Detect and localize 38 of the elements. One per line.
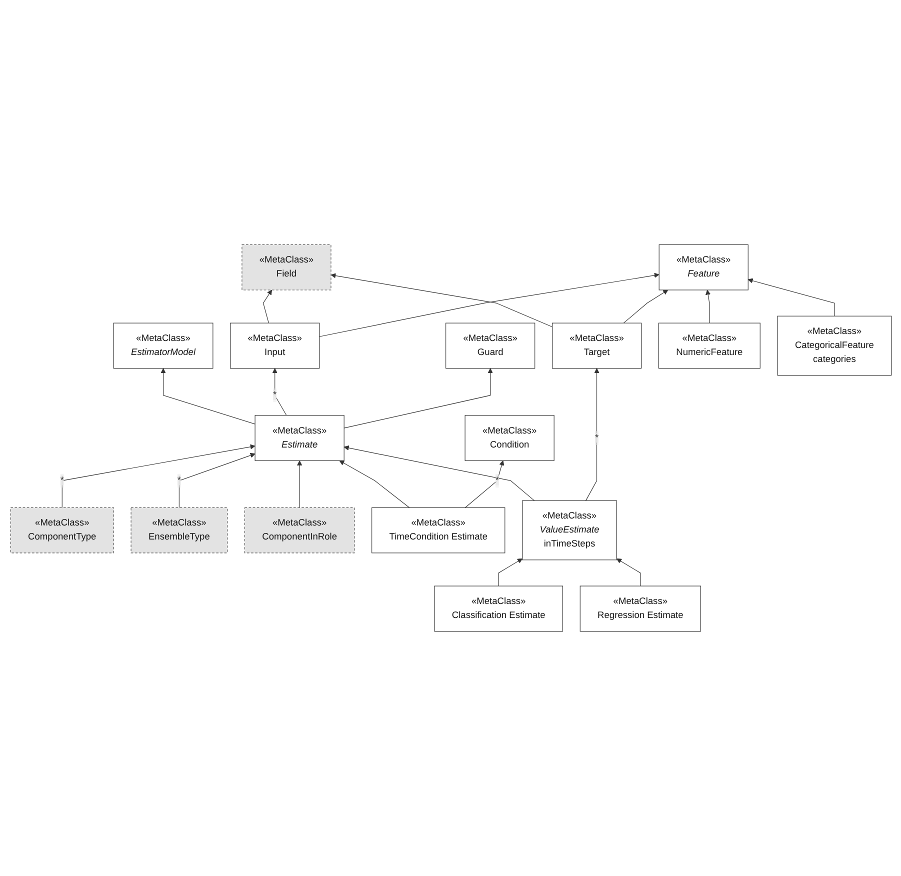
- node-box: «MetaClass» EstimatorModel: [112, 322, 213, 369]
- arrow: [343, 368, 492, 428]
- arrow: [498, 558, 522, 586]
- edge-label: *: [494, 475, 499, 486]
- arrow: [616, 558, 640, 586]
- node-box: «MetaClass» Estimate: [254, 415, 344, 461]
- arrow: [705, 290, 710, 324]
- arrow: [262, 290, 272, 324]
- node-box: «MetaClass» NumericFeature: [658, 322, 760, 369]
- node-box: «MetaClass» ComponentInRole: [244, 507, 354, 554]
- edge-label: *: [272, 390, 276, 400]
- node-box: «MetaClass» Classification Estimate: [434, 586, 563, 632]
- edge-label: *: [60, 475, 64, 486]
- arrow: [61, 444, 255, 508]
- node-box: «MetaClass» CategoricalFeature categories: [776, 316, 892, 376]
- arrow: [343, 445, 534, 501]
- arrow: [330, 273, 552, 328]
- node-box: «MetaClass» Guard: [445, 322, 535, 369]
- arrow: [622, 290, 668, 324]
- node-box: «MetaClass» Field: [241, 244, 331, 290]
- arrow: [160, 368, 255, 424]
- node-box: «MetaClass» Regression Estimate: [579, 586, 700, 632]
- edge-label: *: [176, 475, 180, 486]
- arrow: [747, 278, 834, 316]
- arrow: [318, 272, 659, 337]
- arrow: [178, 452, 255, 508]
- node-box: «MetaClass» ValueEstimate inTimeSteps: [522, 500, 616, 560]
- node-box: «MetaClass» Input: [230, 322, 320, 369]
- arrow: [338, 460, 410, 508]
- node-box: «MetaClass» Condition: [464, 415, 554, 461]
- node-box: «MetaClass» TimeCondition Estimate: [371, 507, 505, 554]
- edge-label: *: [594, 432, 598, 443]
- node-box: «MetaClass» ComponentType: [10, 507, 114, 554]
- arrow: [464, 460, 504, 508]
- node-box: «MetaClass» Feature: [658, 244, 748, 290]
- node-box: «MetaClass» EnsembleType: [130, 507, 228, 554]
- node-box: «MetaClass» Target: [551, 322, 642, 369]
- arrow: [296, 460, 302, 508]
